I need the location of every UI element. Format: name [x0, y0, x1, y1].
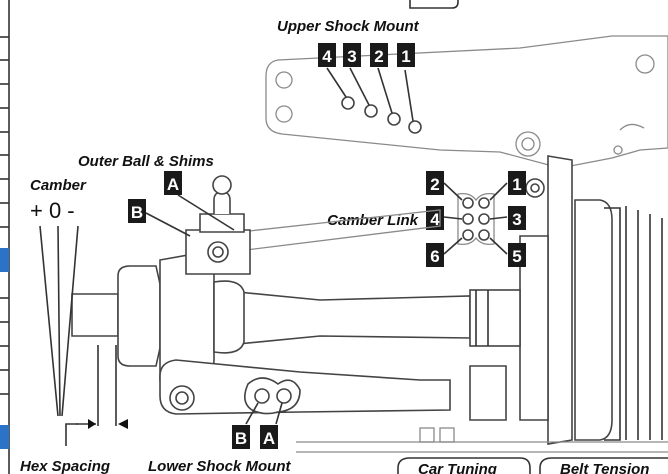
drive-shaft	[71, 289, 521, 347]
lower-mount-labels: B A	[232, 425, 278, 449]
hole-number: 2	[374, 47, 383, 66]
margin-tab-upper	[0, 248, 9, 272]
header-tab-remnant	[409, 0, 459, 9]
hole-box	[128, 199, 146, 223]
camber-hole	[478, 197, 490, 209]
upper-hole	[341, 96, 355, 110]
upper-shock-mount-label: Upper Shock Mount	[277, 18, 420, 35]
margin-tab-lower	[0, 425, 9, 449]
hole-number: 2	[430, 175, 439, 194]
camber-hole	[478, 213, 490, 225]
hole-number: B	[235, 429, 247, 448]
hole-number: 3	[347, 47, 356, 66]
hole-box	[164, 171, 182, 195]
outer-ball-shims-label: Outer Ball & Shims	[78, 153, 214, 170]
ball-position-labels: A B	[128, 171, 235, 237]
hole-number: A	[263, 429, 275, 448]
arrow-right-icon	[88, 419, 96, 429]
hole-number: B	[131, 203, 143, 222]
hole-number: A	[167, 175, 179, 194]
hole-number: 6	[430, 247, 439, 266]
hole-number: 4	[322, 47, 332, 66]
hub-carrier	[117, 175, 251, 381]
hole-box	[260, 425, 278, 449]
hole-number: 1	[401, 47, 410, 66]
lower-mount-hole	[254, 388, 270, 404]
lower-shock-mount-label: Lower Shock Mount	[148, 458, 292, 474]
upper-hole	[364, 104, 378, 118]
left-margin-grid	[0, 0, 10, 474]
upper-shock-mount-holes	[326, 67, 422, 134]
camber-link-holes	[443, 182, 508, 255]
hole-box	[343, 43, 361, 67]
hole-box	[232, 425, 250, 449]
lower-mount-hole	[276, 388, 292, 404]
hole-box	[426, 171, 444, 195]
chassis-floor	[296, 427, 668, 453]
camber-hole	[462, 229, 474, 241]
hole-number: 3	[512, 210, 521, 229]
hole-box	[508, 206, 526, 230]
hole-number: 4	[430, 210, 440, 229]
camber-lines	[39, 225, 79, 417]
hole-box	[508, 171, 526, 195]
hex-spacing-label: Hex Spacing	[20, 458, 110, 474]
lower-arm	[159, 359, 507, 425]
bottom-tabs: Car Tuning Belt Tension	[397, 457, 668, 474]
hole-box	[370, 43, 388, 67]
camber-label: Camber	[30, 177, 87, 194]
hole-box	[426, 243, 444, 267]
camber-hole	[462, 213, 474, 225]
camber-link-label: Camber Link	[327, 212, 419, 229]
camber-link-labels: 2 4 6 1 3 5	[426, 171, 526, 267]
camber-hole	[462, 197, 474, 209]
hole-box	[318, 43, 336, 67]
hole-box	[508, 243, 526, 267]
hole-number: 1	[512, 175, 521, 194]
upper-hole-labels: 4 3 2 1	[318, 43, 415, 67]
hex-spacing-indicator	[65, 345, 128, 446]
bottom-box-label-2: Belt Tension	[560, 461, 649, 474]
bottom-box-label-1: Car Tuning	[418, 461, 497, 474]
camber-hole	[478, 229, 490, 241]
upper-hole	[387, 112, 401, 126]
camber-signs: + 0 -	[30, 198, 75, 223]
hole-box	[397, 43, 415, 67]
upper-hole	[408, 120, 422, 134]
hub-assembly	[519, 155, 663, 445]
arrow-left-icon	[118, 419, 128, 429]
hole-number: 5	[512, 247, 521, 266]
shock-tower	[265, 35, 668, 169]
